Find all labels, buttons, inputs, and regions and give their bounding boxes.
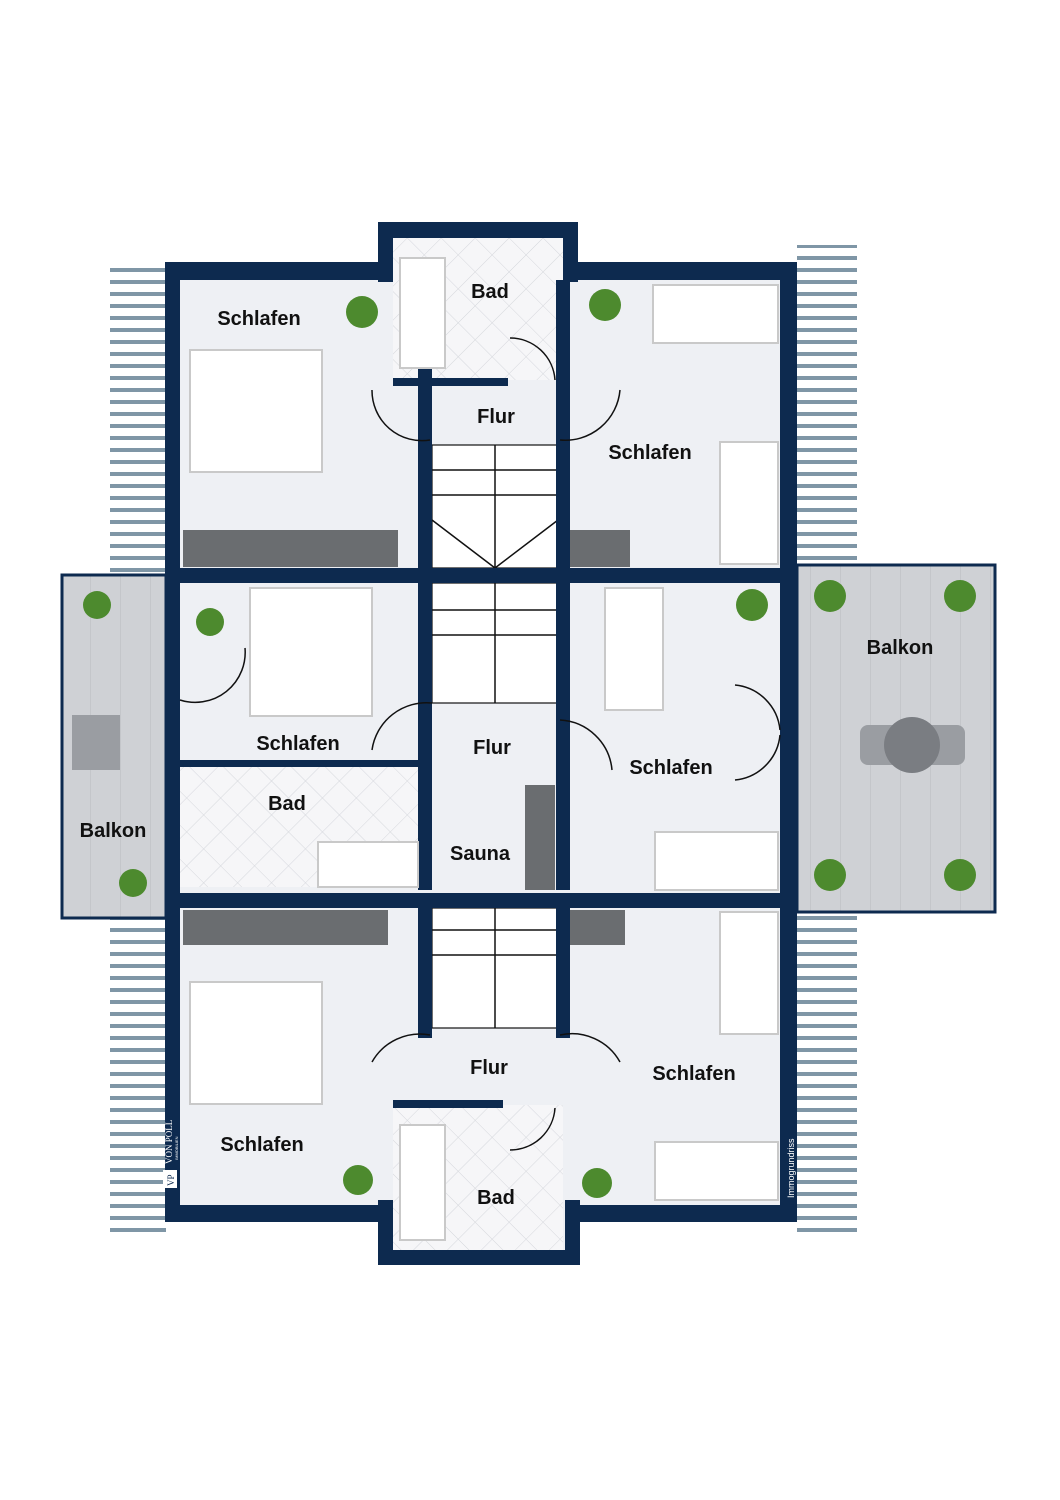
label-schlafen-mid-right: Schlafen	[629, 757, 712, 779]
logo-subtext: IMMOBILIEN	[174, 1136, 179, 1160]
logo-text: VON POLL	[164, 1120, 174, 1164]
label-flur-mid: Flur	[473, 737, 511, 759]
von-poll-logo: VP VON POLL IMMOBILIEN	[163, 1120, 179, 1188]
label-bad-top: Bad	[471, 281, 509, 303]
room-labels: Schlafen Bad Flur Schlafen Schlafen Flur…	[80, 281, 934, 1209]
furniture	[72, 257, 976, 1241]
label-schlafen-mid-left: Schlafen	[256, 733, 339, 755]
label-balkon-left: Balkon	[80, 820, 147, 842]
staircases	[431, 444, 559, 1029]
walls	[165, 222, 797, 1265]
doors	[179, 337, 781, 1151]
label-bad-bottom: Bad	[477, 1187, 515, 1209]
logo-mark: VP	[166, 1174, 176, 1186]
watermark: Immogrundriss	[786, 1138, 796, 1198]
label-balkon-right: Balkon	[867, 637, 934, 659]
label-bad-mid: Bad	[268, 793, 306, 815]
label-schlafen-top-right: Schlafen	[608, 442, 691, 464]
label-sauna: Sauna	[450, 843, 511, 865]
label-schlafen-bottom-right: Schlafen	[652, 1063, 735, 1085]
label-schlafen-bottom-left: Schlafen	[220, 1134, 303, 1156]
label-flur-bottom: Flur	[470, 1057, 508, 1079]
roof-hatching	[110, 245, 857, 1238]
label-schlafen-top-left: Schlafen	[217, 308, 300, 330]
label-flur-top: Flur	[477, 406, 515, 428]
